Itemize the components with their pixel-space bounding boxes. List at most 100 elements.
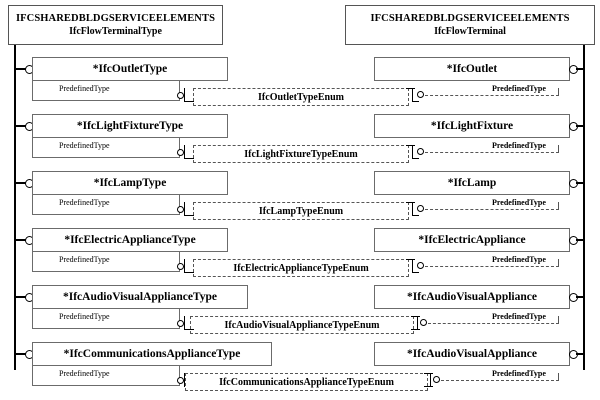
left-attr-elbow-v-3 (184, 202, 186, 216)
enum-box-ifcaudiovisualappliancetypeenum[interactable]: IfcAudioVisualApplianceTypeEnum (190, 316, 414, 334)
entity-box-ifcaudiovisualappliance[interactable]: *IfcAudioVisualAppliance (374, 285, 570, 329)
entity-box-ifcaudiovisualappliancetype[interactable]: *IfcAudioVisualApplianceType PredefinedT… (32, 285, 248, 329)
right-attribute-label-5: PredefinedType (492, 312, 546, 321)
enum-box-ifcoutlettypeenum[interactable]: IfcOutletTypeEnum (193, 88, 409, 106)
enum-box-ifcelectricappliancetypeenum[interactable]: IfcElectricApplianceTypeEnum (193, 259, 409, 277)
entity-title: *IfcAudioVisualAppliance (374, 342, 570, 366)
right-connector-stub-6 (576, 353, 585, 355)
entity-title: *IfcLightFixtureType (32, 114, 228, 138)
entity-title: *IfcCommunicationsApplianceType (32, 342, 272, 366)
right-attr-dashed-link-1 (425, 95, 559, 96)
entity-box-ifclightfixturetype[interactable]: *IfcLightFixtureType PredefinedType (32, 114, 228, 158)
left-attr-circle-2 (177, 149, 184, 156)
enum-label: IfcAudioVisualApplianceTypeEnum (224, 319, 380, 331)
enum-label: IfcElectricApplianceTypeEnum (233, 262, 369, 274)
entity-box-ifclamptype[interactable]: *IfcLampType PredefinedType (32, 171, 228, 215)
enum-box-ifccommunicationsappliancetypeenum[interactable]: IfcCommunicationsApplianceTypeEnum (185, 373, 428, 391)
right-attr-circle-5 (420, 319, 427, 326)
entity-attribute-row: PredefinedType (32, 252, 180, 272)
left-attr-elbow-h-1 (184, 101, 194, 103)
entity-title: *IfcLightFixture (374, 114, 570, 138)
entity-title: *IfcLampType (32, 171, 228, 195)
package-header-left: IFCSHAREDBLDGSERVICEELEMENTS IfcFlowTerm… (8, 5, 223, 45)
entity-attribute-row: PredefinedType (32, 138, 180, 158)
entity-attribute-row: PredefinedType (32, 309, 180, 329)
right-attr-dashed-end-1 (558, 88, 560, 96)
right-attr-elbow-v-4 (412, 259, 414, 273)
right-attr-dashed-link-5 (428, 323, 559, 324)
left-attr-elbow-v-5 (184, 316, 186, 330)
right-attribute-label-2: PredefinedType (492, 141, 546, 150)
enum-label: IfcCommunicationsApplianceTypeEnum (219, 376, 394, 388)
entity-box-ifclamp[interactable]: *IfcLamp (374, 171, 570, 215)
left-attr-circle-3 (177, 206, 184, 213)
left-connector-stub-1 (16, 68, 28, 70)
left-attr-elbow-h-2 (184, 158, 194, 160)
left-attr-elbow-v-2 (184, 145, 186, 159)
package-left-schema: IFCSHAREDBLDGSERVICEELEMENTS (15, 13, 216, 24)
right-attr-elbow-h-4 (406, 259, 415, 261)
entity-box-ifclightfixture[interactable]: *IfcLightFixture (374, 114, 570, 158)
right-connector-stub-1 (576, 68, 585, 70)
left-attr-circle-6 (177, 377, 184, 384)
right-attribute-label-3: PredefinedType (492, 198, 546, 207)
entity-attribute-row: PredefinedType (32, 81, 180, 101)
entity-title: *IfcElectricApplianceType (32, 228, 228, 252)
right-connector-stub-2 (576, 125, 585, 127)
entity-box-ifcelectricappliance[interactable]: *IfcElectricAppliance (374, 228, 570, 272)
attribute-label: PredefinedType (59, 198, 110, 207)
attribute-label: PredefinedType (59, 312, 110, 321)
right-attr-circle-1 (417, 91, 424, 98)
entity-attribute-row: PredefinedType (32, 366, 180, 386)
right-attr-dashed-link-2 (425, 152, 559, 153)
entity-title: *IfcAudioVisualAppliance (374, 285, 570, 309)
entity-box-ifcoutlettype[interactable]: *IfcOutletType PredefinedType (32, 57, 228, 101)
left-connector-stub-4 (16, 239, 28, 241)
left-attr-elbow-h-5 (184, 329, 194, 331)
entity-box-ifcelectricappliancetype[interactable]: *IfcElectricApplianceType PredefinedType (32, 228, 228, 272)
right-attr-elbow-h2-4 (412, 272, 419, 274)
right-attr-circle-2 (417, 148, 424, 155)
enum-box-ifclamptypeenum[interactable]: IfcLampTypeEnum (193, 202, 409, 220)
entity-box-ifcoutlet[interactable]: *IfcOutlet (374, 57, 570, 101)
entity-title: *IfcOutlet (374, 57, 570, 81)
right-attr-elbow-v-1 (412, 88, 414, 102)
left-connector-stub-3 (16, 182, 28, 184)
left-connector-stub-5 (16, 296, 28, 298)
attribute-label: PredefinedType (59, 84, 110, 93)
package-right-schema: IFCSHAREDBLDGSERVICEELEMENTS (370, 13, 570, 24)
right-attr-dashed-end-4 (558, 259, 560, 267)
left-attr-circle-1 (177, 92, 184, 99)
right-attr-dashed-link-6 (441, 380, 559, 381)
right-attr-circle-3 (417, 205, 424, 212)
entity-box-ifcaudiovisualappliance-2[interactable]: *IfcAudioVisualAppliance (374, 342, 570, 386)
right-attr-elbow-h2-2 (412, 158, 419, 160)
right-attr-elbow-h-5 (411, 316, 420, 318)
right-connector-stub-4 (576, 239, 585, 241)
left-attr-elbow-h-4 (184, 272, 194, 274)
entity-box-ifccommunicationsappliancetype[interactable]: *IfcCommunicationsApplianceType Predefin… (32, 342, 272, 386)
right-connector-stub-5 (576, 296, 585, 298)
right-attr-dashed-link-4 (425, 266, 559, 267)
attribute-label: PredefinedType (59, 141, 110, 150)
right-attr-elbow-h2-6 (424, 386, 433, 388)
entity-title: *IfcElectricAppliance (374, 228, 570, 252)
enum-label: IfcLightFixtureTypeEnum (244, 148, 358, 160)
right-attribute-label-1: PredefinedType (492, 84, 546, 93)
left-attr-elbow-v-4 (184, 259, 186, 273)
right-attribute-label-4: PredefinedType (492, 255, 546, 264)
right-attr-elbow-h-1 (406, 88, 415, 90)
right-attr-elbow-h-6 (424, 373, 433, 375)
enum-box-ifclightfixturetypeenum[interactable]: IfcLightFixtureTypeEnum (193, 145, 409, 163)
right-attr-dashed-end-5 (558, 316, 560, 324)
right-attr-elbow-h2-5 (411, 329, 420, 331)
right-attr-elbow-v-5 (417, 316, 419, 330)
right-attr-elbow-h-2 (406, 145, 415, 147)
left-connector-stub-6 (16, 353, 28, 355)
left-attr-elbow-v-6 (184, 373, 186, 387)
package-header-right: IFCSHAREDBLDGSERVICEELEMENTS IfcFlowTerm… (345, 5, 595, 45)
entity-title: *IfcAudioVisualApplianceType (32, 285, 248, 309)
package-left-entity: IfcFlowTerminalType (69, 26, 162, 37)
right-attr-circle-6 (433, 376, 440, 383)
